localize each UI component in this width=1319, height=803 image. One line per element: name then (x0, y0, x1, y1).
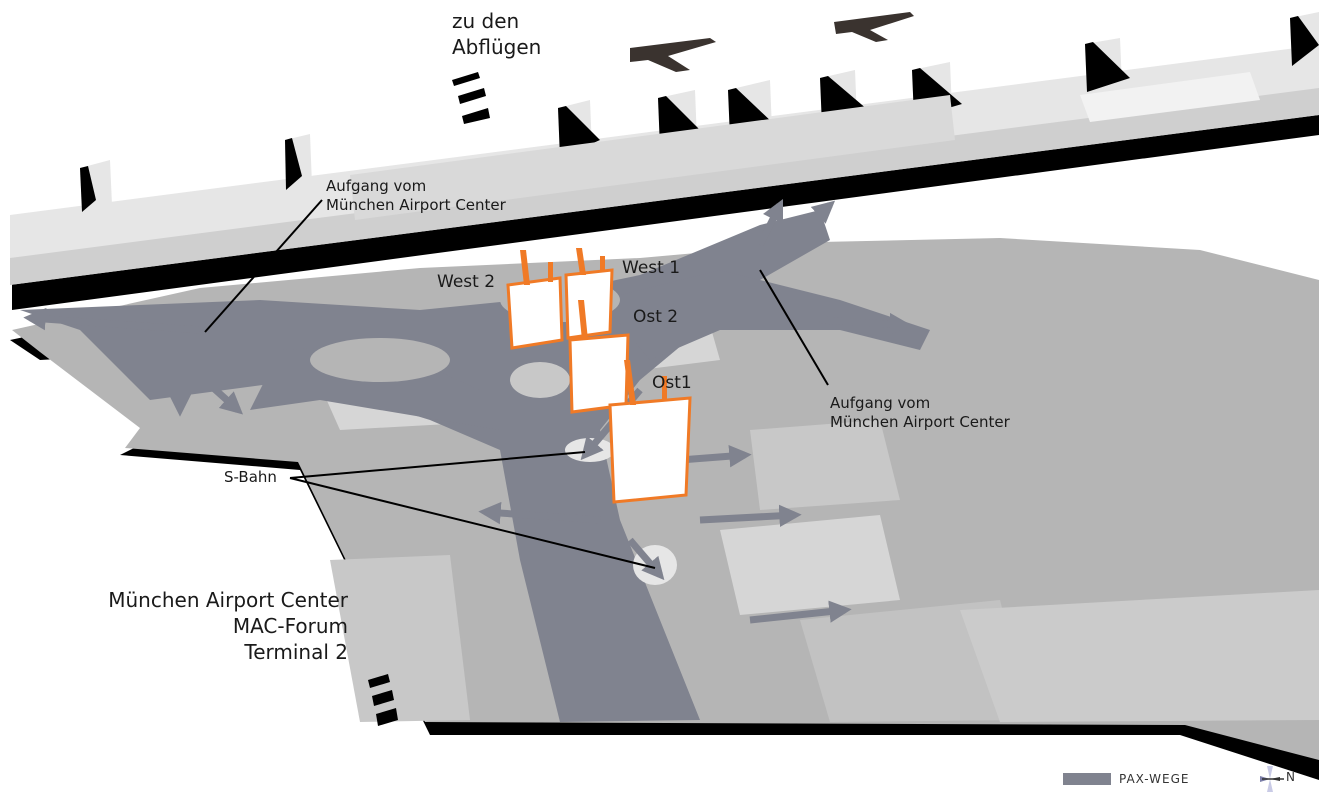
stairs-icon (368, 72, 490, 726)
legend: PAX-WEGE (1063, 772, 1189, 786)
compass-north-label: N (1286, 770, 1295, 784)
gate-west2-label: West 2 (437, 272, 496, 292)
legend-label: PAX-WEGE (1119, 772, 1190, 786)
tower-west1 (564, 248, 614, 340)
departures-label: zu den Abflügen (452, 9, 542, 59)
gate-west1-label: West 1 (622, 258, 681, 278)
leader-lines (204, 199, 829, 569)
stairs-west-label: Aufgang vom München Airport Center (326, 177, 506, 214)
airplane-icon (630, 12, 914, 72)
tower-west2 (506, 250, 564, 350)
mac-label: München Airport Center MAC-Forum Termina… (108, 588, 348, 664)
sbahn-label: S-Bahn (224, 468, 277, 486)
gate-ost2-label: Ost 2 (633, 307, 679, 327)
gate-towers (506, 248, 692, 504)
compass-icon (1260, 766, 1284, 792)
compass: N (1240, 764, 1300, 794)
legend-swatch (1063, 773, 1111, 785)
stairs-east-label: Aufgang vom München Airport Center (830, 394, 1010, 431)
tower-ost2 (568, 300, 630, 414)
gate-ost1-label: Ost1 (652, 373, 692, 393)
terminal-building-upper (10, 12, 1319, 310)
tower-ost1 (608, 360, 692, 504)
